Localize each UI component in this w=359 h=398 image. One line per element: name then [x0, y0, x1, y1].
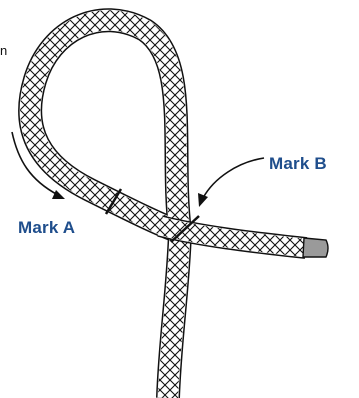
rope-tip	[303, 238, 328, 257]
edge-text-fragment: n	[0, 43, 7, 58]
rope-loop-segment	[30, 20, 180, 232]
rope-standing-part	[168, 232, 180, 398]
mark-a-label: Mark A	[18, 218, 75, 238]
mark-b-label: Mark B	[269, 154, 327, 174]
arrow-b	[198, 158, 264, 207]
